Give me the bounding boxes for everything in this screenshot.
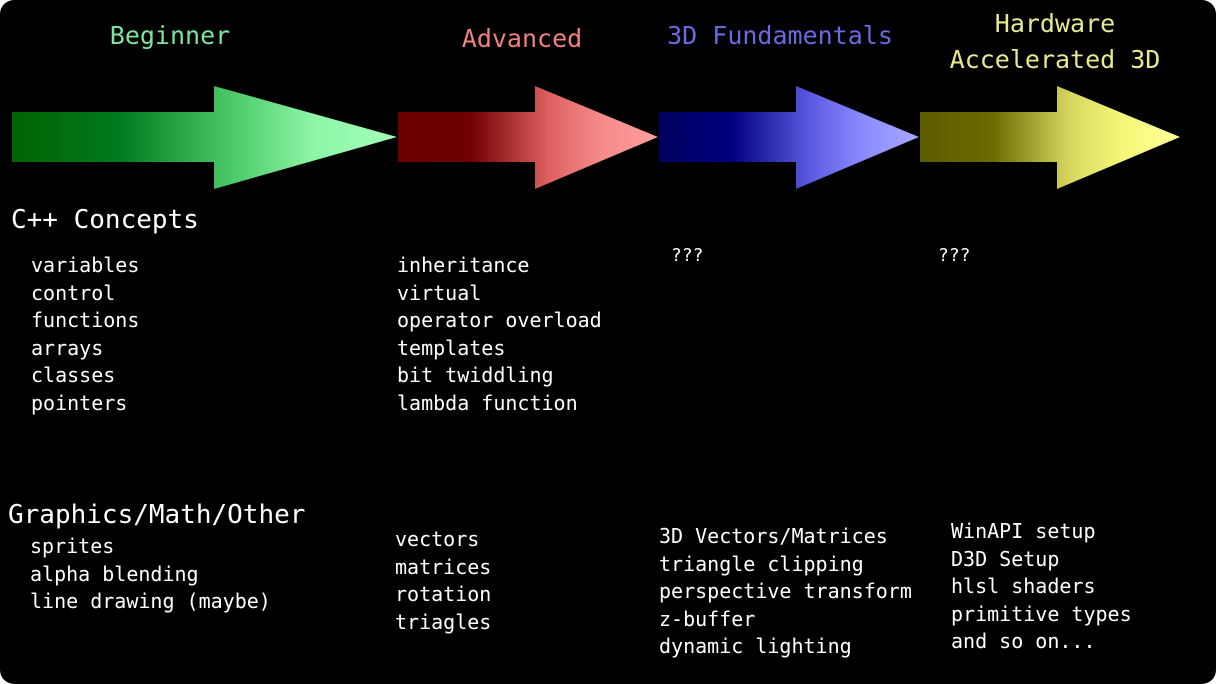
stage-title-beginner: Beginner <box>109 21 231 50</box>
stage-title-3d-fundamentals: 3D Fundamentals <box>667 21 893 50</box>
list-item: D3D Setup <box>951 546 1060 571</box>
list-item: z-buffer <box>659 606 756 631</box>
list-item: perspective transform <box>659 579 912 603</box>
list-item: primitive types <box>951 601 1132 626</box>
list-item: and so on... <box>951 629 1096 653</box>
cpp-fundamentals-unknown: ??? <box>671 245 704 266</box>
graphics-advanced-list: vectors matrices rotation triagles <box>395 526 491 636</box>
graphics-fundamentals-list: 3D Vectors/Matrices triangle clipping pe… <box>659 523 912 661</box>
list-item: rotation <box>395 582 492 606</box>
list-item: line drawing (maybe) <box>30 589 271 613</box>
list-item: inheritance <box>397 253 530 277</box>
list-item: pointers <box>31 390 128 415</box>
graphics-beginner-list: sprites alpha blending line drawing (may… <box>30 533 271 616</box>
section-heading-cpp-concepts: C++ Concepts <box>11 205 199 235</box>
list-item: matrices <box>395 554 492 579</box>
arrow-3d-fundamentals <box>659 86 919 189</box>
list-item: triangle clipping <box>659 551 864 576</box>
list-item: operator overload <box>397 308 602 332</box>
list-item: WinAPI setup <box>951 519 1096 543</box>
arrow-beginner <box>12 86 397 189</box>
list-item: bit twiddling <box>397 363 554 387</box>
list-item: lambda function <box>397 390 578 415</box>
list-item: dynamic lighting <box>659 634 852 658</box>
stage-title-line-1: Hardware <box>994 9 1116 38</box>
cpp-hardware-unknown: ??? <box>938 245 971 266</box>
section-heading-graphics-math-other: Graphics/Math/Other <box>8 500 306 530</box>
cpp-advanced-list: inheritance virtual operator overload te… <box>397 252 602 417</box>
list-item: virtual <box>397 280 482 305</box>
list-item: templates <box>397 335 506 360</box>
arrow-hardware-accelerated-3d <box>920 86 1180 189</box>
list-item: 3D Vectors/Matrices <box>659 524 888 548</box>
list-item: arrays <box>31 335 104 360</box>
graphics-hardware-list: WinAPI setup D3D Setup hlsl shaders prim… <box>951 518 1132 656</box>
list-item: sprites <box>30 534 115 558</box>
stage-title-hardware-accelerated-3d: Hardware Accelerated 3D <box>920 6 1190 78</box>
stage-title-line-2: Accelerated 3D <box>949 45 1161 74</box>
list-item: hlsl shaders <box>951 574 1096 598</box>
list-item: triagles <box>395 609 492 634</box>
list-item: alpha blending <box>30 561 199 586</box>
list-item: functions <box>31 308 140 332</box>
stage-title-advanced: Advanced <box>461 24 583 53</box>
arrow-advanced <box>398 86 658 189</box>
list-item: vectors <box>395 527 480 551</box>
list-item: variables <box>31 253 140 277</box>
list-item: control <box>31 280 116 305</box>
cpp-beginner-list: variables control functions arrays class… <box>31 252 139 417</box>
list-item: classes <box>31 363 116 387</box>
